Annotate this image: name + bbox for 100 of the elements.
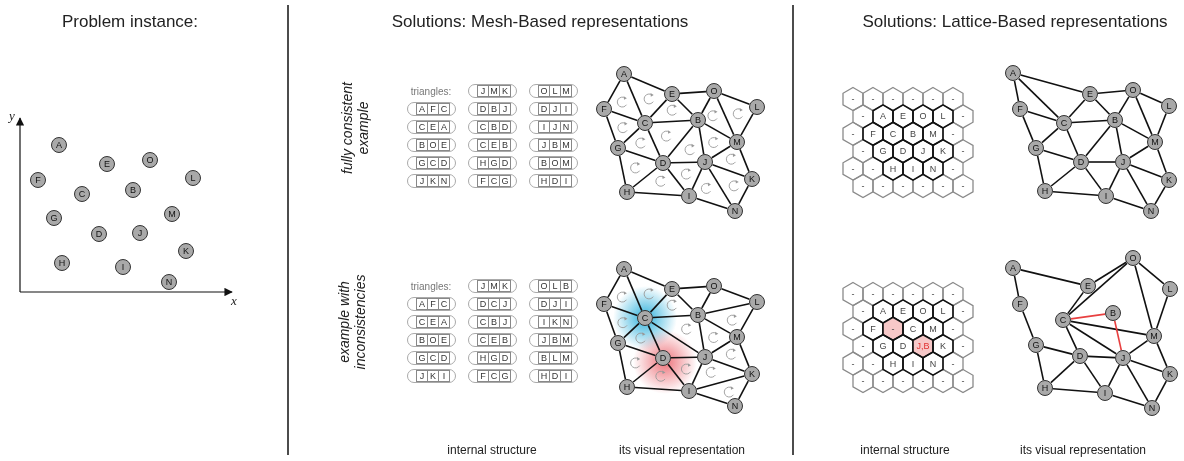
cell-label: - [881, 181, 885, 191]
edge-line [632, 362, 658, 383]
edge-line [1128, 339, 1149, 355]
triangle-tag [468, 138, 517, 152]
vertex-letter: N [560, 121, 572, 133]
vertex-circle: B [690, 307, 706, 323]
edge-line [1013, 80, 1020, 102]
cell-label: - [961, 376, 965, 386]
edge-line [1036, 155, 1045, 184]
edge-line [1156, 342, 1168, 368]
triangle-tag [468, 174, 517, 188]
vertex-letter: F [477, 175, 489, 187]
column-label: internal structure [860, 443, 950, 457]
vertex-letter: J [499, 103, 511, 115]
edge-line [1017, 77, 1060, 119]
edge-line [1107, 364, 1121, 387]
edge-line [1094, 261, 1127, 283]
cell-label: H [889, 163, 897, 174]
vertex-letter: H [538, 370, 550, 382]
triangle-tag [468, 297, 517, 311]
vertex-circle: L [185, 170, 201, 186]
cell-label: - [861, 181, 865, 191]
cell-label: A [880, 306, 886, 317]
edge-line [1041, 127, 1059, 144]
edge-line [1154, 186, 1166, 205]
edge-line [607, 275, 621, 298]
vertex-letter: M [560, 352, 572, 364]
vertex-circle: E [99, 156, 115, 172]
vertex-letter: F [477, 370, 489, 382]
cell-label: L [940, 111, 946, 122]
vertex-circle: K [1162, 366, 1178, 382]
cell-label: J [920, 146, 926, 157]
vertex-circle: B [690, 112, 706, 128]
cell-label: - [901, 376, 905, 386]
vertex-circle: N [727, 398, 743, 414]
vertex-circle: H [619, 379, 635, 395]
vertex-circle: E [1080, 278, 1096, 294]
cell-label: - [951, 128, 955, 139]
edge-line [624, 149, 657, 162]
heading: Solutions: Mesh-Based representations [391, 12, 689, 32]
cell-label: E [900, 306, 906, 317]
vertex-circle: L [749, 294, 765, 310]
edge-line [1108, 168, 1121, 190]
vertex-letter: I [560, 103, 572, 115]
vertex-letter: C [477, 121, 489, 133]
vertex-circle: M [1146, 328, 1162, 344]
vertex-circle: C [1056, 115, 1072, 131]
edge-line [1052, 387, 1098, 394]
edge-line [1065, 326, 1078, 350]
edge-line [1071, 119, 1108, 124]
cell-label: J,B [916, 341, 930, 352]
cell-label: - [941, 181, 945, 191]
vertex-letter: C [488, 370, 500, 382]
cell-label: I [911, 358, 915, 369]
vertex-letter: C [477, 139, 489, 151]
vertex-circle: D [91, 226, 107, 242]
cell-label: - [861, 111, 865, 122]
vertex-circle: F [596, 101, 612, 117]
vertex-letter: C [438, 103, 450, 115]
edge-line [1022, 115, 1034, 142]
vertex-circle: L [1161, 98, 1177, 114]
edge-line [695, 197, 729, 210]
vertex-letter: C [427, 352, 439, 364]
edge-line [634, 191, 682, 197]
cell-label: - [961, 111, 965, 122]
vertex-circle: H [1037, 183, 1053, 199]
edge-line [1068, 262, 1128, 316]
vertex-circle: G [46, 210, 62, 226]
edge-line [623, 322, 640, 339]
edge-line [1084, 167, 1103, 191]
edge-line [1050, 166, 1076, 187]
edge-line [667, 125, 694, 158]
vertex-circle: I [681, 188, 697, 204]
vertex-circle: K [744, 366, 760, 382]
triangle-tag [407, 174, 456, 188]
edge-line [701, 292, 711, 309]
triangle-tag [529, 315, 578, 329]
vertex-letter: F [427, 298, 439, 310]
edge-line [1134, 264, 1153, 330]
cell-label: - [891, 323, 895, 334]
triangle-tag [529, 174, 578, 188]
vertex-letter: K [549, 316, 561, 328]
vertex-letter: K [427, 370, 439, 382]
cell-label: - [961, 306, 965, 317]
vertex-letter: C [477, 334, 489, 346]
vertex-letter: E [438, 334, 450, 346]
triangle-tag [468, 84, 517, 98]
vertex-letter: K [499, 85, 511, 97]
vertex-circle: M [164, 206, 180, 222]
vertex-letter: B [488, 103, 500, 115]
cell-label: - [861, 146, 865, 157]
column-label: its visual representation [618, 443, 746, 457]
vertex-letter: K [499, 280, 511, 292]
triangle-tag [529, 102, 578, 116]
cell-label: - [951, 289, 955, 299]
cell-label: M [929, 323, 937, 334]
vertex-circle: A [616, 261, 632, 277]
vertex-letter: K [427, 175, 439, 187]
vertex-circle: K [1161, 172, 1177, 188]
triangle-tag [407, 351, 456, 365]
